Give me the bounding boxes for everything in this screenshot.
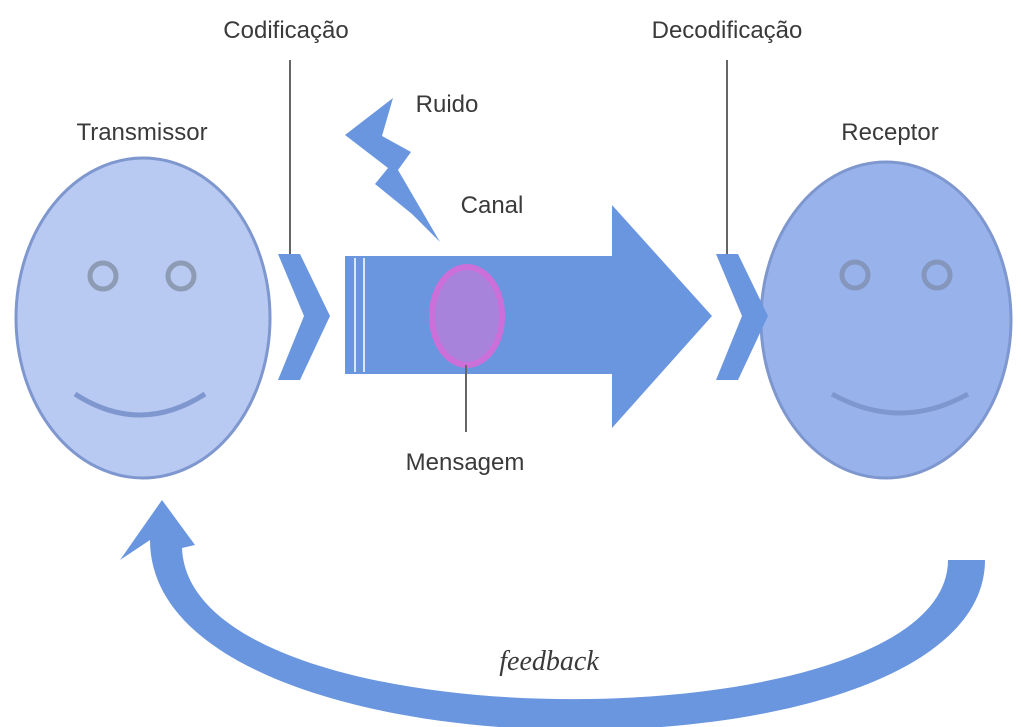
noise-lightning-icon (345, 98, 448, 250)
label-transmissor: Transmissor (76, 119, 207, 146)
decoding-chevron (716, 254, 768, 380)
message-circle (429, 264, 505, 368)
channel-arrow (345, 205, 712, 428)
receiver-face (759, 160, 1013, 480)
receiver-eye-right (921, 259, 953, 291)
label-codificacao: Codificação (223, 17, 348, 44)
label-decodificacao: Decodificação (652, 17, 803, 44)
encoding-chevron (278, 254, 330, 380)
feedback-arrow (120, 500, 985, 727)
label-canal: Canal (461, 192, 524, 219)
label-receptor: Receptor (841, 119, 938, 146)
receiver-smile (830, 391, 970, 416)
transmitter-face (14, 156, 272, 480)
transmitter-eye-right (165, 260, 197, 292)
label-ruido: Ruido (416, 91, 479, 118)
receiver-eye-left (839, 259, 871, 291)
transmitter-eye-left (87, 260, 119, 292)
label-mensagem: Mensagem (406, 449, 525, 476)
label-feedback: feedback (499, 646, 599, 677)
transmitter-smile (73, 391, 207, 418)
